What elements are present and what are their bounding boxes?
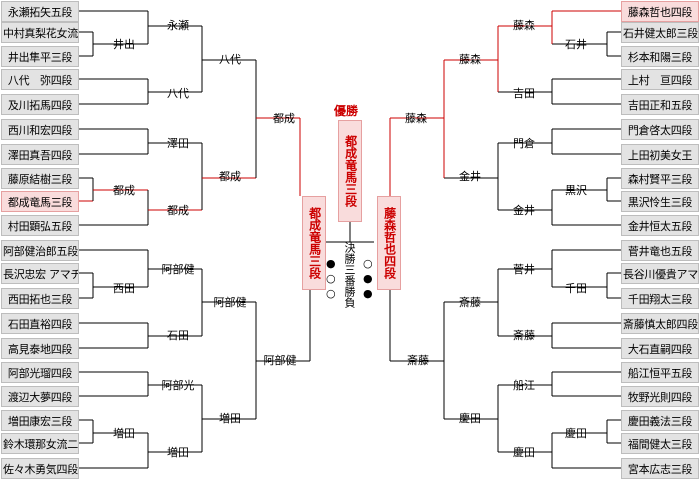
right-player-16: 船江恒平五段: [621, 362, 699, 383]
left-player-4: 八代 弥四段: [1, 69, 79, 90]
right-player-13: 千田翔太三段: [621, 288, 699, 309]
left-player-8: 藤原結樹三段: [1, 168, 79, 189]
final-left-result-1: ●: [326, 257, 336, 270]
right-player-11: 菅井竜也五段: [621, 240, 699, 261]
right-player-1: 藤森哲也四段: [621, 1, 699, 22]
right-player-17: 牧野光則四段: [621, 386, 699, 407]
left-player-15: 高見泰地四段: [1, 338, 79, 359]
right-player-3: 杉本和陽三段: [621, 46, 699, 67]
left-player-1: 永瀬拓矢五段: [1, 1, 79, 22]
right-r2-winner-1: 藤森: [513, 19, 535, 32]
right-r3-winner-3: 斎藤: [459, 296, 481, 309]
right-player-7: 上田初美女王: [621, 144, 699, 165]
left-r1-winner-2: 都成: [113, 184, 135, 197]
left-player-20: 佐々木勇気四段: [1, 458, 79, 479]
left-player-10: 村田顕弘五段: [1, 215, 79, 236]
left-player-13: 西田拓也三段: [1, 288, 79, 309]
right-r1-winner-1: 石井: [565, 38, 587, 51]
right-player-5: 吉田正和五段: [621, 94, 699, 115]
final-left-player: 都成竜馬三段: [302, 196, 326, 290]
left-r2-winner-7: 阿部光: [161, 379, 195, 392]
left-player-7: 澤田真吾四段: [1, 144, 79, 165]
final-left-result-2: ○: [326, 272, 336, 285]
left-r1-winner-4: 増田: [113, 427, 135, 440]
left-player-18: 増田康宏三段: [1, 410, 79, 431]
left-r4-winner-2: 阿部健: [263, 354, 297, 367]
left-r1-winner-1: 井出: [113, 38, 135, 51]
right-player-6: 門倉啓太四段: [621, 119, 699, 140]
left-r4-winner-1: 都成: [273, 112, 295, 125]
right-r2-winner-2: 吉田: [513, 87, 535, 100]
left-player-14: 石田直裕四段: [1, 313, 79, 334]
left-r3-winner-3: 阿部健: [213, 296, 247, 309]
left-r2-winner-2: 八代: [167, 87, 189, 100]
champion-name: 都成竜馬三段: [338, 120, 362, 222]
right-player-20: 宮本広志三段: [621, 458, 699, 479]
left-r2-winner-8: 増田: [167, 446, 189, 459]
right-r2-winner-3: 門倉: [513, 137, 535, 150]
final-left-result-3: ○: [326, 287, 336, 300]
right-r4-winner-1: 藤森: [405, 112, 427, 125]
left-r2-winner-4: 都成: [167, 204, 189, 217]
right-r2-winner-6: 斎藤: [513, 329, 535, 342]
left-player-19: 鈴木環那女流二段: [1, 433, 79, 454]
right-player-14: 斎藤慎太郎四段: [621, 313, 699, 334]
left-player-12: 長沢忠宏 アマチュア: [1, 263, 79, 284]
right-r2-winner-5: 菅井: [513, 263, 535, 276]
right-r1-winner-2: 黒沢: [565, 184, 587, 197]
right-r2-winner-4: 金井: [513, 204, 535, 217]
right-r4-winner-2: 斎藤: [407, 354, 429, 367]
right-r3-winner-4: 慶田: [459, 412, 481, 425]
left-player-6: 西川和宏四段: [1, 119, 79, 140]
left-r2-winner-6: 石田: [167, 329, 189, 342]
right-r1-winner-3: 千田: [565, 282, 587, 295]
left-player-16: 阿部光瑠四段: [1, 362, 79, 383]
final-right-result-2: ●: [363, 272, 373, 285]
right-r3-winner-2: 金井: [459, 170, 481, 183]
final-caption: 決勝三番勝負: [343, 242, 356, 308]
right-player-19: 福間健太三段: [621, 433, 699, 454]
right-player-18: 慶田義法三段: [621, 410, 699, 431]
left-r1-winner-3: 西田: [113, 282, 135, 295]
left-r3-winner-2: 都成: [219, 170, 241, 183]
right-player-15: 大石直嗣四段: [621, 338, 699, 359]
champion-label: 優勝: [334, 104, 359, 118]
right-r1-winner-4: 慶田: [565, 427, 587, 440]
left-player-17: 渡辺大夢四段: [1, 386, 79, 407]
right-r2-winner-8: 慶田: [513, 446, 535, 459]
right-r2-winner-7: 船江: [513, 379, 535, 392]
left-player-9: 都成竜馬三段: [1, 191, 79, 212]
left-player-2: 中村真梨花女流二段: [1, 22, 79, 43]
right-player-4: 上村 亘四段: [621, 69, 699, 90]
final-right-result-1: ○: [363, 257, 373, 270]
left-player-5: 及川拓馬四段: [1, 94, 79, 115]
right-player-8: 森村賢平三段: [621, 168, 699, 189]
right-player-10: 金井恒太五段: [621, 215, 699, 236]
right-player-9: 黒沢怜生三段: [621, 191, 699, 212]
left-player-3: 井出隼平三段: [1, 46, 79, 67]
final-right-player: 藤森哲也四段: [377, 196, 401, 290]
left-r2-winner-3: 澤田: [167, 137, 189, 150]
left-player-11: 阿部健治郎五段: [1, 240, 79, 261]
left-r2-winner-5: 阿部健: [161, 263, 195, 276]
left-r3-winner-1: 八代: [219, 53, 241, 66]
right-r3-winner-1: 藤森: [459, 53, 481, 66]
final-right-result-3: ●: [363, 287, 373, 300]
right-player-2: 石井健太郎三段: [621, 22, 699, 43]
left-r3-winner-4: 増田: [219, 412, 241, 425]
right-player-12: 長谷川優貴アマチュア: [621, 263, 699, 284]
left-r2-winner-1: 永瀬: [167, 19, 189, 32]
